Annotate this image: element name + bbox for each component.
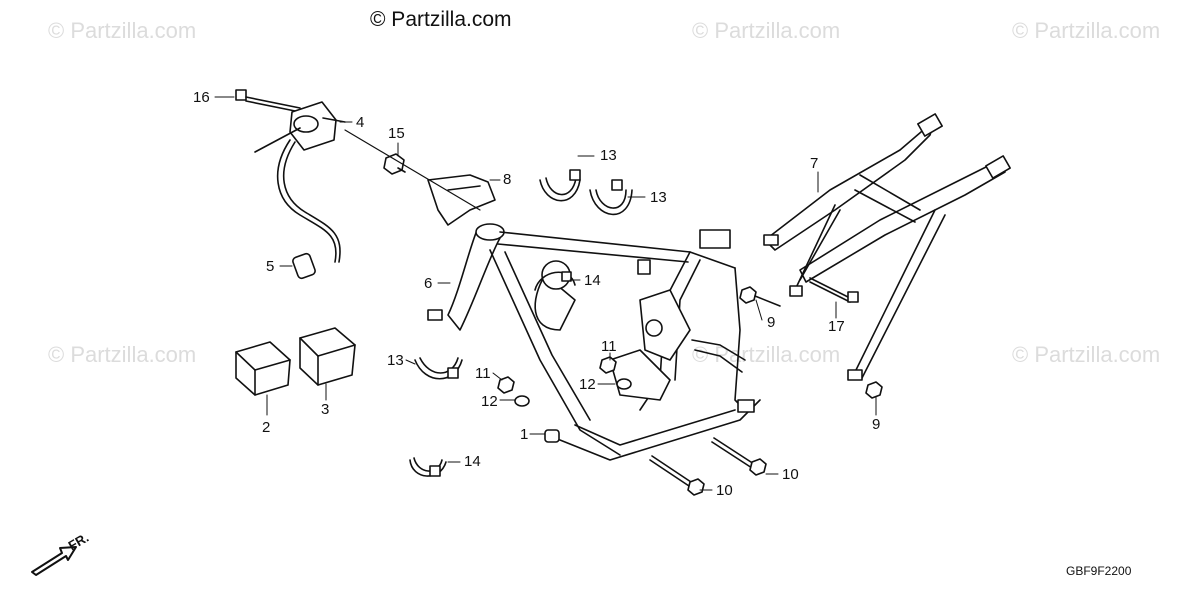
nut-11-left [497,376,515,394]
callout-8: 8 [503,171,512,188]
callout-12: 12 [481,393,498,410]
watermark: © Partzilla.com [692,18,841,43]
band-13-a [539,169,581,202]
callout-9: 9 [872,416,881,433]
callout-10: 10 [782,466,799,483]
nut-11-right [599,356,617,374]
callout-16: 16 [193,89,210,106]
callout-14: 14 [584,272,601,289]
bolt-10-b [711,437,767,476]
callout-6: 6 [424,275,433,292]
callout-11: 11 [475,365,491,382]
callout-9: 9 [767,314,776,331]
callout-3: 3 [321,401,330,418]
bolt-10-a [649,455,705,496]
callout-17: 17 [828,318,845,335]
collar-1 [544,429,560,443]
callout-10: 10 [716,482,733,499]
bolt-15 [383,153,406,175]
bolt-16 [235,89,301,113]
diagram-code: GBF9F2200 [1066,564,1132,578]
callout-14: 14 [464,453,481,470]
watermark: © Partzilla.com [1012,342,1161,367]
callout-15: 15 [388,125,405,142]
cdi-unit-2 [235,341,291,396]
washer-12-left [514,395,530,407]
bracket-8 [427,174,496,226]
watermark: © Partzilla.com [48,342,197,367]
watermark: © Partzilla.com [48,18,197,43]
callout-13: 13 [387,352,404,369]
callout-2: 2 [262,419,271,436]
rear-subframe-7 [763,113,1011,381]
leader-lines [214,96,877,491]
bolt-9-a [739,286,781,307]
watermark-main: © Partzilla.com [370,8,512,31]
callout-5: 5 [266,258,275,275]
main-frame-6 [427,223,761,461]
watermark: © Partzilla.com [1012,18,1161,43]
callout-13: 13 [650,189,667,206]
bolt-9-b [865,381,883,399]
front-arrow [31,546,77,576]
washer-12-right [616,378,632,390]
callout-1: 1 [520,426,529,443]
ignition-coil-4 [254,101,346,280]
callout-11: 11 [601,338,617,355]
callout-4: 4 [356,114,365,131]
band-13-c [414,357,463,380]
callout-7: 7 [810,155,819,172]
callout-12: 12 [579,376,596,393]
callout-13: 13 [600,147,617,164]
band-13-b [589,179,633,216]
bolt-17 [809,277,859,303]
regulator-3 [299,327,356,386]
band-14-lower [409,457,447,477]
